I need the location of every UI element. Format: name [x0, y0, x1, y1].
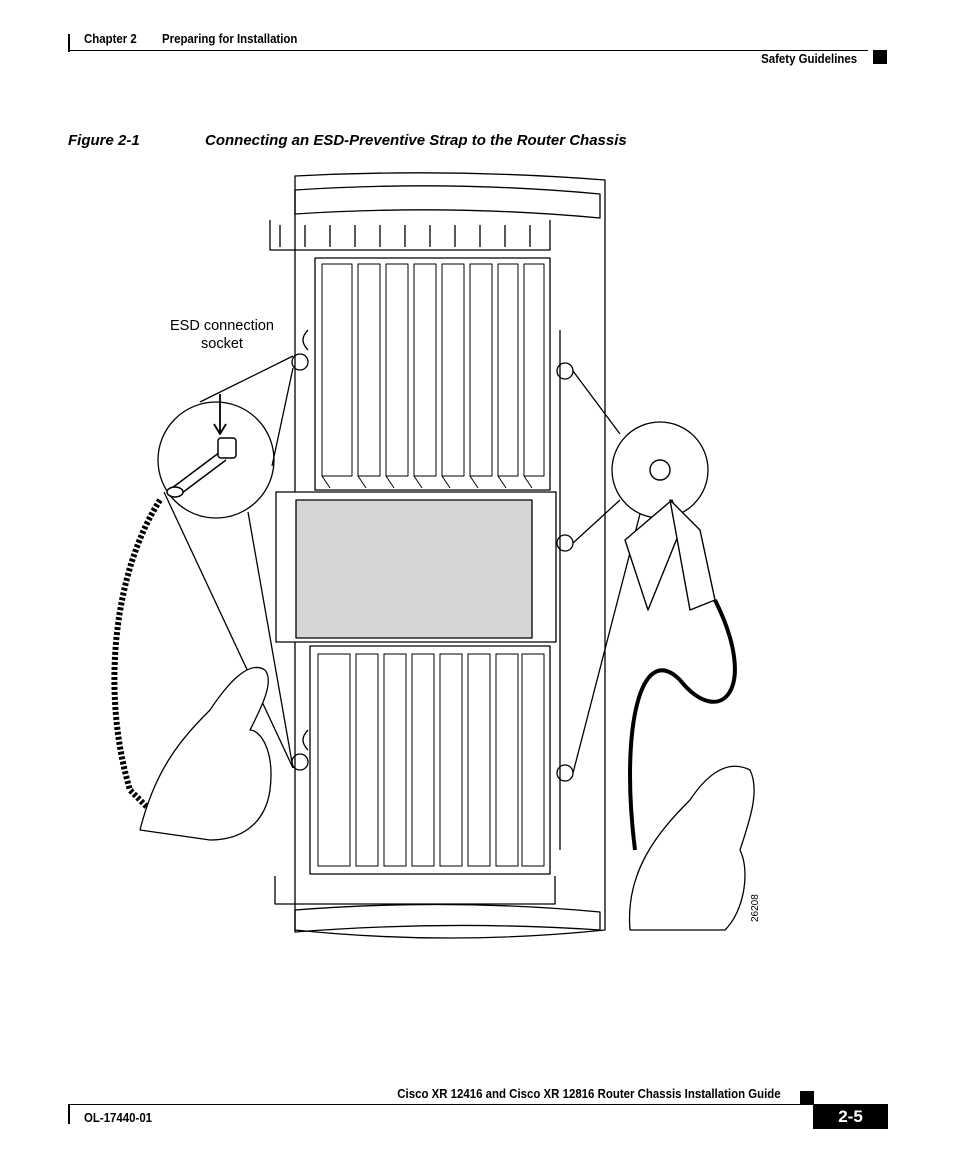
magnifier-lead-lines-right: [572, 370, 641, 774]
ground-cord-to-clip: [628, 599, 737, 851]
header-square: [873, 50, 887, 64]
lower-line-cards: [317, 653, 545, 867]
footer-rule: [68, 1104, 885, 1105]
figure-number: 26208: [750, 894, 761, 922]
upper-card-cage: [314, 257, 551, 491]
left-side-rail: [302, 329, 309, 751]
top-handle-slots: [279, 225, 531, 247]
right-hand: [628, 765, 755, 931]
footer-square: [800, 1091, 814, 1105]
top-handle-row: [269, 220, 551, 251]
footer-doc-number: OL-17440-01: [84, 1110, 153, 1125]
figure-label: Figure 2-1: [68, 132, 140, 149]
left-hand: [139, 666, 272, 841]
footer-left-bar: [68, 1104, 70, 1124]
router-chassis-illustration: [111, 172, 755, 939]
header-chapter-title: Preparing for Installation: [162, 31, 298, 46]
header-chapter: Chapter 2: [84, 31, 137, 46]
page-number: 2-5: [813, 1104, 888, 1129]
lower-card-cage: [309, 645, 551, 875]
blower-panel: [295, 499, 533, 639]
esd-socket-callout: ESD connection socket: [170, 318, 274, 352]
esd-plug: [166, 437, 237, 498]
upper-line-cards: [321, 263, 545, 477]
socket-detail-magnifier: [157, 401, 275, 519]
alligator-clip: [624, 459, 716, 611]
figure-title: Connecting an ESD-Preventive Strap to th…: [205, 132, 627, 149]
header-section: Safety Guidelines: [760, 51, 857, 66]
footer-guide-title: Cisco XR 12416 and Cisco XR 12816 Router…: [397, 1086, 781, 1101]
upper-card-ejectors: [321, 475, 533, 489]
top-air-deflector: [294, 185, 601, 219]
header-rule: [68, 50, 868, 51]
header-left-bar: [68, 34, 70, 52]
bottom-air-deflector: [294, 903, 601, 933]
esd-socket-upper-left: [291, 353, 309, 371]
coiled-ground-cord: [111, 498, 163, 813]
magnifier-lead-lines-left: [163, 355, 294, 769]
